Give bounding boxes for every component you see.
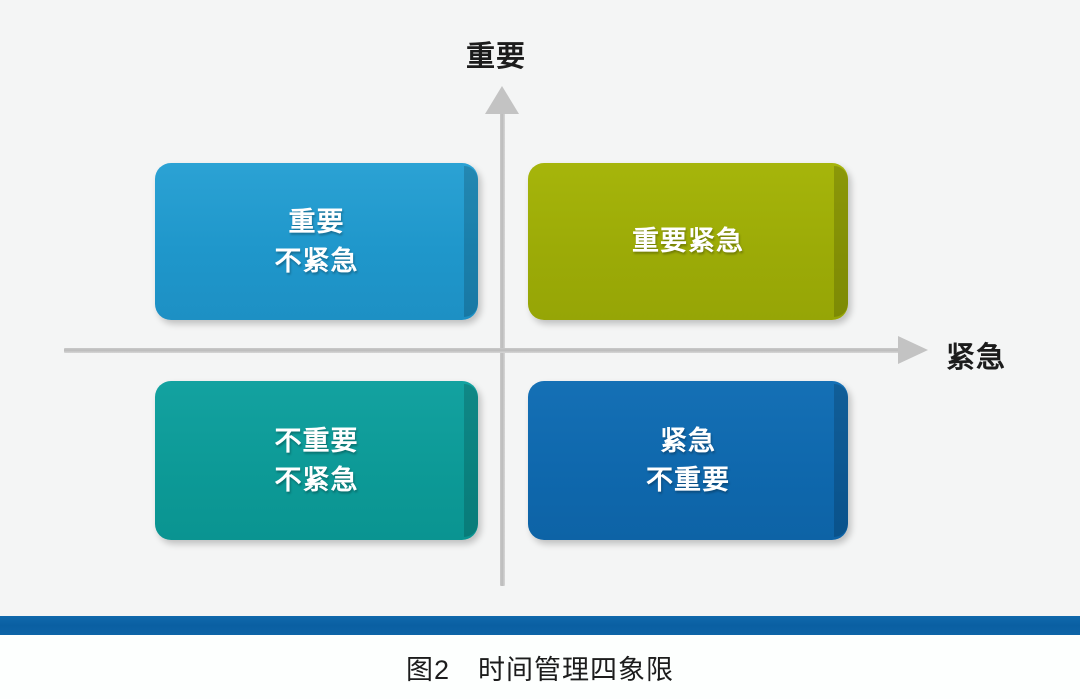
quadrant-label-line-1: 不重要 — [274, 426, 359, 457]
quadrant-label-line-1: 重要 — [288, 207, 345, 238]
figure-caption: 图2 时间管理四象限 — [405, 654, 675, 685]
quadrant-important-not-urgent: 重要 不紧急 — [155, 163, 478, 320]
quadrant-not-important-not-urgent: 不重要 不紧急 — [155, 381, 478, 540]
page-divider-rule — [0, 616, 1080, 635]
vertical-axis-arrow-icon — [485, 86, 519, 114]
quadrant-label-line-1: 重要紧急 — [632, 226, 744, 257]
horizontal-axis-line — [64, 348, 900, 353]
horizontal-axis-arrow-icon — [898, 336, 928, 364]
vertical-axis-label: 重要 — [466, 41, 527, 73]
horizontal-axis-label: 紧急 — [946, 342, 1007, 374]
vertical-axis-line — [500, 104, 505, 586]
quadrant-label-line-2: 不紧急 — [274, 464, 359, 495]
quadrant-label-line-1: 紧急 — [660, 426, 716, 457]
quadrant-important-urgent: 重要紧急 — [528, 163, 848, 320]
quadrant-label-line-2: 不重要 — [646, 464, 730, 495]
quadrant-urgent-not-important: 紧急 不重要 — [528, 381, 848, 540]
quadrant-label-line-2: 不紧急 — [274, 245, 359, 276]
time-management-matrix-diagram: 重要 紧急 重要 不紧急 重要紧急 不重要 不紧急 紧急 不重要 — [64, 41, 1007, 586]
caption-area: 图2 时间管理四象限 — [0, 635, 1080, 699]
